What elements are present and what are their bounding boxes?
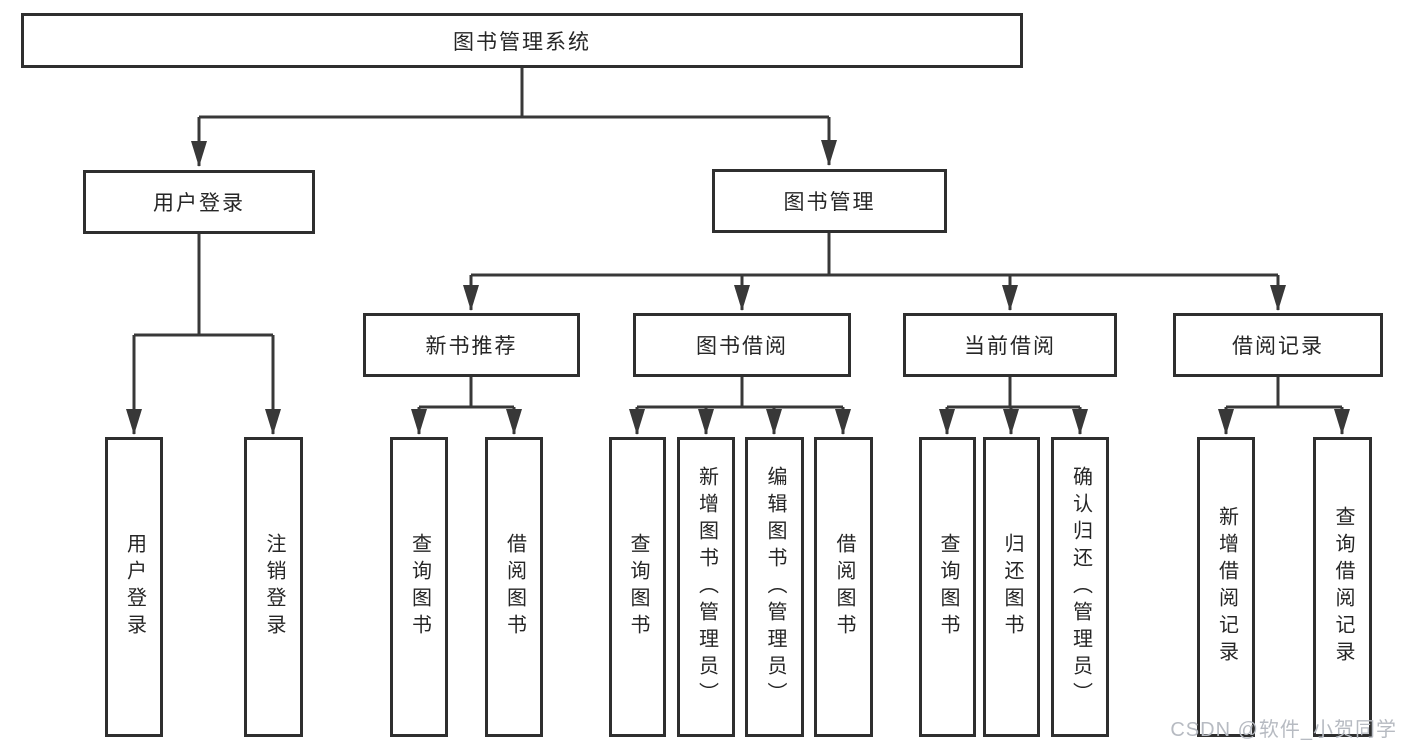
csdn-watermark: CSDN @软件_小贺同学 bbox=[1170, 719, 1397, 741]
leaf-bb-query-book: 查询图书 bbox=[609, 437, 666, 737]
leaf-user-login: 用户登录 bbox=[105, 437, 163, 737]
node-borrowing-records: 借阅记录 bbox=[1173, 313, 1383, 377]
node-new-book-recommendation: 新书推荐 bbox=[363, 313, 580, 377]
connector-userlogin-group bbox=[126, 234, 281, 435]
node-root-system: 图书管理系统 bbox=[21, 13, 1023, 68]
leaf-cb-query-book: 查询图书 bbox=[919, 437, 976, 737]
leaf-cb-confirm-return-admin: 确认归还（管理员） bbox=[1051, 437, 1109, 737]
leaf-cb-return-book: 归还图书 bbox=[983, 437, 1040, 737]
leaf-bb-borrow-book: 借阅图书 bbox=[814, 437, 873, 737]
leaf-rec-borrow-book: 借阅图书 bbox=[485, 437, 543, 737]
leaf-bb-edit-book-admin: 编辑图书（管理员） bbox=[745, 437, 804, 737]
connector-currentborrow-group bbox=[939, 377, 1088, 435]
node-current-borrowing: 当前借阅 bbox=[903, 313, 1117, 377]
leaf-br-query-record: 查询借阅记录 bbox=[1313, 437, 1372, 737]
node-user-login-branch: 用户登录 bbox=[83, 170, 315, 234]
leaf-br-add-record: 新增借阅记录 bbox=[1197, 437, 1255, 737]
connector-borrowrecords-group bbox=[1218, 377, 1350, 435]
connector-root-to-level2 bbox=[191, 68, 837, 167]
connector-bookborrow-group bbox=[629, 377, 851, 435]
leaf-rec-query-book: 查询图书 bbox=[390, 437, 448, 737]
node-book-management-branch: 图书管理 bbox=[712, 169, 947, 233]
connector-newbookrec-group bbox=[411, 377, 522, 435]
leaf-logout: 注销登录 bbox=[244, 437, 303, 737]
node-book-borrowing: 图书借阅 bbox=[633, 313, 851, 377]
connector-bookmgmt-to-level3 bbox=[463, 233, 1286, 311]
leaf-bb-add-book-admin: 新增图书（管理员） bbox=[677, 437, 735, 737]
